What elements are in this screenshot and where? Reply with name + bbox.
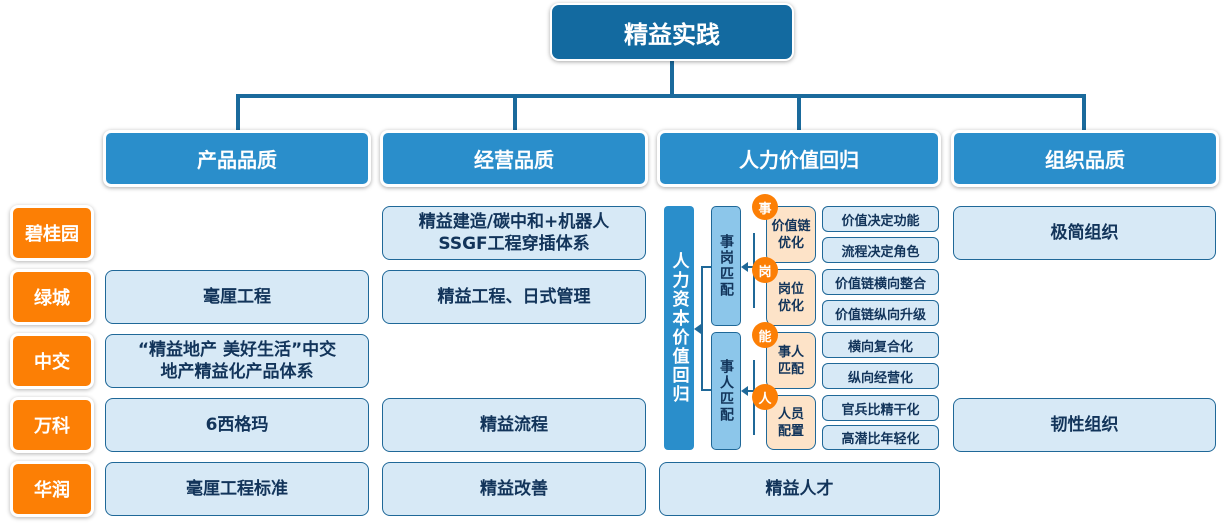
connector-root	[670, 61, 674, 95]
hr-huarun: 精益人才	[659, 462, 940, 516]
business-huarun: 精益改善	[382, 462, 646, 516]
hr-item: 官兵比精干化	[822, 395, 939, 421]
badge-gang: 岗	[752, 257, 778, 283]
group-label: 价值链优化	[771, 218, 811, 251]
hr-item: 价值决定功能	[822, 206, 939, 232]
item-text: 价值链横向整合	[834, 276, 926, 292]
category-label: 经营品质	[474, 148, 554, 172]
hr-item: 流程决定角色	[822, 237, 939, 263]
company-huarun: 华润	[10, 461, 94, 517]
root-node: 精益实践	[550, 3, 794, 61]
hr-main-bar: 人力资本价值回归	[664, 206, 694, 450]
badge-text: 能	[758, 329, 772, 345]
connector-hr-inner	[748, 266, 754, 268]
connector-hr-inner	[701, 266, 711, 268]
cell-text: SSGF工程穿插体系	[438, 234, 590, 254]
cell-text: 6西格玛	[205, 415, 269, 435]
category-label: 人力价值回归	[739, 148, 859, 172]
connector-hr-inner	[701, 266, 703, 390]
business-vanke: 精益流程	[382, 398, 646, 452]
org-biguiyuan: 极简组织	[953, 206, 1216, 260]
item-text: 纵向经营化	[847, 370, 913, 386]
arrow-icon	[694, 324, 701, 334]
hr-item: 价值链纵向升级	[822, 300, 939, 326]
hr-item: 纵向经营化	[822, 363, 939, 389]
connector-hr-inner	[701, 389, 711, 391]
item-text: 流程决定角色	[841, 244, 920, 260]
category-hr-value: 人力价值回归	[657, 130, 941, 187]
product-huarun: 毫厘工程标准	[105, 462, 369, 516]
bar-text: 事岗匹配	[718, 234, 734, 298]
company-lvcheng: 绿城	[10, 269, 94, 325]
company-name: 中交	[34, 352, 70, 373]
badge-text: 事	[758, 201, 772, 217]
group-label: 事人匹配	[777, 344, 804, 377]
root-title: 精益实践	[624, 20, 720, 49]
hr-item: 高潜比年轻化	[822, 425, 939, 450]
hr-group-value-chain: 价值链优化	[766, 206, 816, 263]
badge-shi: 事	[752, 194, 778, 220]
org-vanke: 韧性组织	[953, 398, 1216, 452]
badge-ren: 人	[752, 384, 778, 410]
category-product-quality: 产品品质	[103, 130, 371, 187]
company-name: 碧桂园	[25, 224, 79, 245]
hr-item: 价值链横向整合	[822, 269, 939, 295]
cell-text: 精益建造/碳中和+机器人	[418, 212, 610, 232]
group-label: 人员配置	[777, 406, 804, 439]
company-name: 华润	[34, 480, 70, 501]
product-vanke: 6西格玛	[105, 398, 369, 452]
category-label: 产品品质	[197, 148, 277, 172]
connector-hr	[797, 94, 801, 132]
cell-text: “精益地产 美好生活”中交	[137, 340, 337, 360]
hr-match-post: 事岗匹配	[711, 206, 741, 326]
item-text: 横向复合化	[847, 339, 913, 355]
company-name: 万科	[34, 416, 70, 437]
product-lvcheng: 毫厘工程	[105, 270, 369, 324]
bar-text: 事人匹配	[718, 359, 734, 423]
arrow-icon	[741, 262, 748, 272]
cell-text: 毫厘工程	[203, 287, 271, 307]
cell-text: 毫厘工程标准	[186, 479, 288, 499]
group-label: 岗位优化	[777, 281, 804, 314]
cell-text: 极简组织	[1050, 223, 1119, 243]
hr-item: 横向复合化	[822, 332, 939, 358]
company-zhongjiao: 中交	[10, 333, 94, 389]
cell-text: 精益改善	[480, 479, 548, 499]
category-org-quality: 组织品质	[951, 130, 1219, 187]
connector-hr-inner	[748, 390, 754, 392]
connector-horizontal	[236, 94, 1086, 98]
badge-neng: 能	[752, 322, 778, 348]
item-text: 官兵比精干化	[841, 402, 920, 418]
hr-match-person: 事人匹配	[711, 332, 741, 450]
bar-text: 人力资本价值回归	[668, 252, 689, 404]
cell-text: 精益工程、日式管理	[437, 287, 591, 307]
product-zhongjiao: “精益地产 美好生活”中交 地产精益化产品体系	[105, 334, 369, 388]
business-biguiyuan: 精益建造/碳中和+机器人 SSGF工程穿插体系	[382, 206, 646, 260]
connector-org	[1082, 94, 1086, 132]
category-business-quality: 经营品质	[380, 130, 648, 187]
company-name: 绿城	[34, 288, 70, 309]
company-vanke: 万科	[10, 397, 94, 453]
category-label: 组织品质	[1045, 148, 1125, 172]
cell-text: 韧性组织	[1050, 415, 1119, 435]
item-text: 高潜比年轻化	[841, 432, 920, 447]
company-biguiyuan: 碧桂园	[10, 205, 94, 261]
badge-text: 人	[758, 391, 772, 407]
badge-text: 岗	[758, 264, 772, 280]
item-text: 价值决定功能	[841, 213, 920, 229]
connector-business	[513, 94, 517, 132]
item-text: 价值链纵向升级	[834, 307, 926, 323]
hr-group-post: 岗位优化	[766, 269, 816, 326]
arrow-icon	[741, 386, 748, 396]
cell-text: 精益流程	[480, 415, 548, 435]
cell-text: 地产精益化产品体系	[160, 362, 314, 382]
business-lvcheng: 精益工程、日式管理	[382, 270, 646, 324]
connector-product	[236, 94, 240, 132]
cell-text: 精益人才	[765, 479, 834, 499]
